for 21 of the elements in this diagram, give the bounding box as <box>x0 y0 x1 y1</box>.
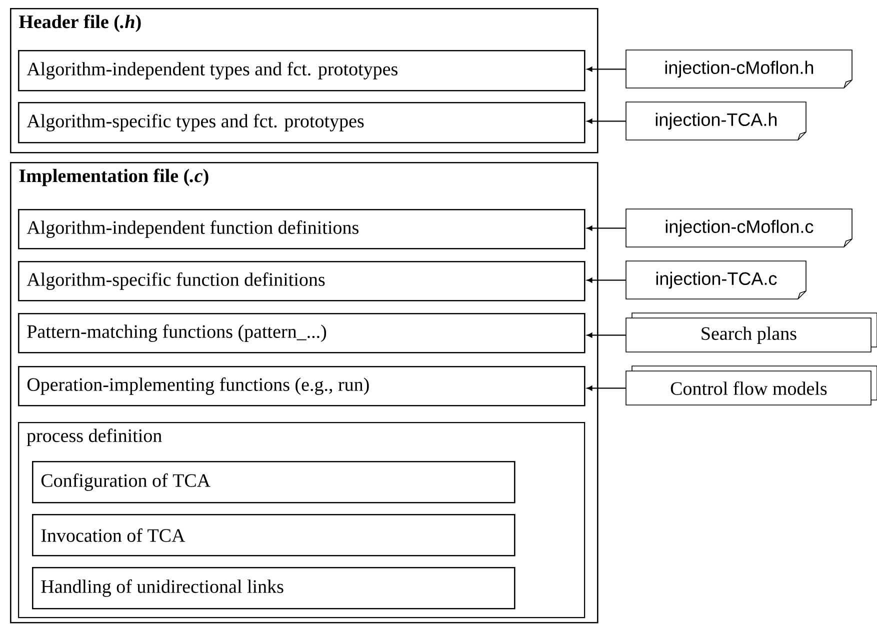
file-note: injection-TCA.h <box>626 102 806 140</box>
text-box: Algorithm-specific function definitions <box>18 261 586 302</box>
text-box: Handling of unidirectional links <box>32 567 516 610</box>
arrow <box>586 332 626 338</box>
text-box: Algorithm-independent function definitions <box>18 209 586 250</box>
document-stack: Search plans <box>626 312 877 352</box>
file-note: injection-cMoflon.h <box>626 50 852 88</box>
arrow <box>586 118 626 124</box>
arrow <box>586 278 626 283</box>
text-box: Configuration of TCA <box>32 461 516 504</box>
text-box: Algorithm-specific types and fct. prototypes <box>18 102 586 144</box>
arrow <box>586 386 626 391</box>
text-box: Invocation of TCA <box>32 514 516 556</box>
arrow <box>586 66 626 72</box>
file-note: injection-cMoflon.c <box>626 208 852 248</box>
arrow <box>586 226 626 231</box>
text-box: Pattern-matching functions (pattern_...) <box>18 313 586 354</box>
file-note: injection-TCA.c <box>626 260 806 300</box>
text-box: Algorithm-independent types and fct. prototypes <box>18 50 586 92</box>
document-stack: Control flow models <box>626 366 877 406</box>
text-box: Operation-implementing functions (e.g., run) <box>18 366 586 406</box>
